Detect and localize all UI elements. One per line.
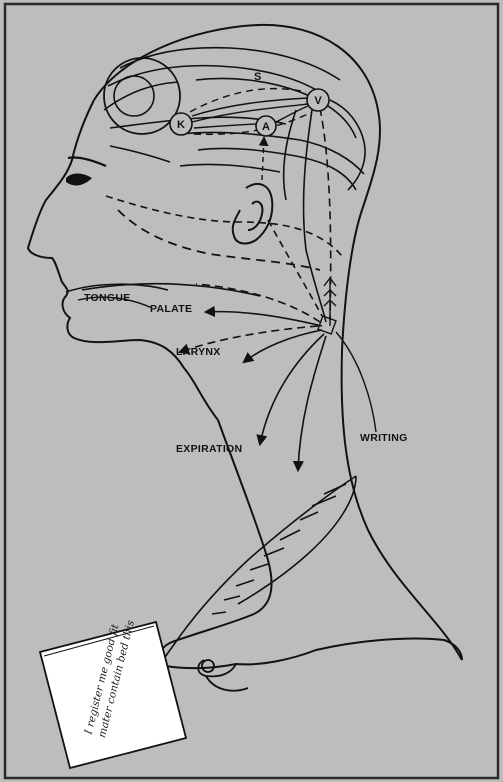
dashed-path — [106, 196, 342, 256]
association-lines — [190, 89, 312, 135]
center-a-label: A — [262, 121, 270, 133]
ear — [233, 184, 273, 243]
eye — [66, 174, 92, 186]
center-v-label: V — [314, 95, 322, 107]
center-s-label: S — [254, 71, 261, 83]
center-circle-outer — [104, 58, 180, 134]
label-palate: PALATE — [150, 303, 192, 315]
center-a: A — [256, 116, 276, 136]
label-tongue: TONGUE — [84, 292, 131, 304]
center-s: S — [254, 71, 261, 83]
center-circle-inner — [114, 76, 154, 116]
arm — [160, 420, 462, 668]
quill-pen — [152, 476, 356, 676]
label-larynx: LARYNX — [176, 346, 221, 358]
label-writing: WRITING — [360, 432, 408, 444]
eyebrow — [68, 157, 106, 166]
dashed-path — [118, 210, 320, 270]
label-expiration: EXPIRATION — [176, 443, 242, 455]
center-k-label: K — [177, 119, 185, 131]
center-v: V — [307, 89, 329, 111]
brain-gyri — [104, 48, 365, 190]
dashed-arrow — [262, 138, 264, 180]
center-k: K — [170, 113, 192, 135]
